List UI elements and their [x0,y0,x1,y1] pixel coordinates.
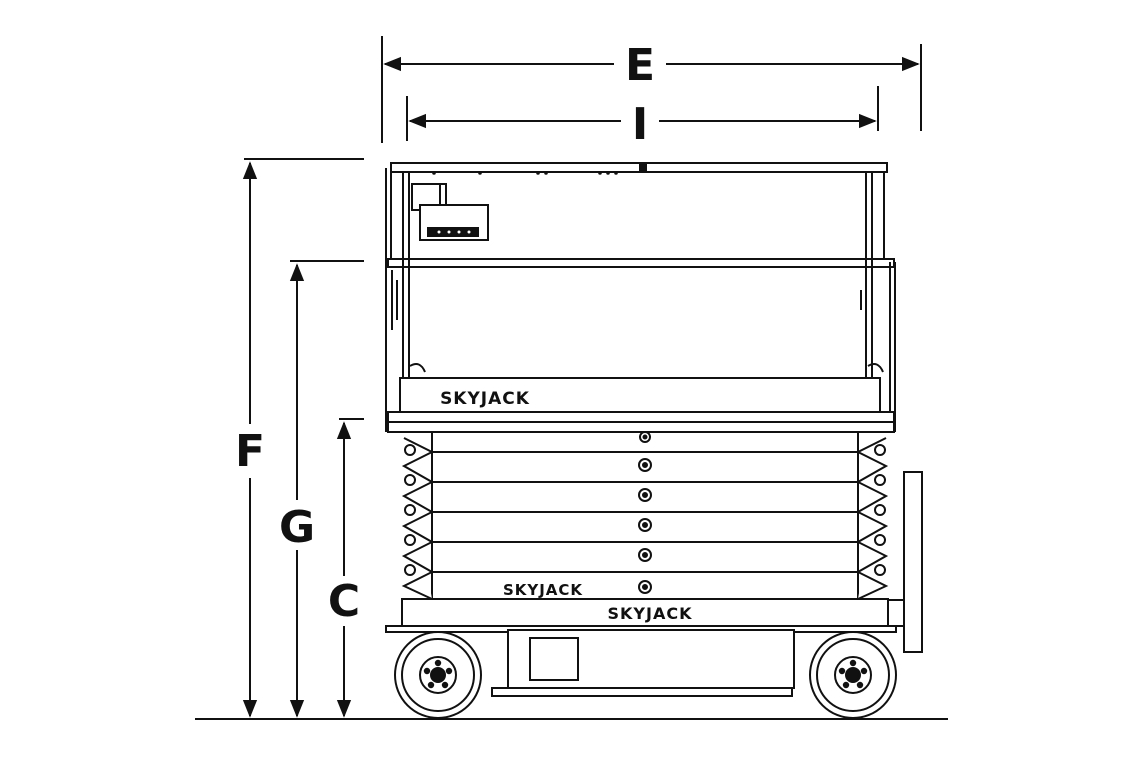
rear-wheel [809,631,897,719]
dimension-c: C [328,418,364,718]
rail-bolts [432,171,618,175]
dimension-label-g: G [279,502,315,553]
chassis [385,471,923,697]
dimension-g: G [279,260,364,718]
front-wheel [394,631,482,719]
dimension-f: F [235,158,364,718]
control-box [411,183,489,241]
dimension-label-i: I [632,99,648,150]
base-logo: SKYJACK [608,604,693,623]
dimension-e: E [381,36,922,143]
scissor-stack [401,431,889,600]
dimension-label-c: C [328,576,360,627]
dimension-label-f: F [235,426,265,477]
platform-logo: SKYJACK [440,389,530,409]
platform-guardrails [385,162,896,433]
scissor-logo: SKYJACK [503,581,583,599]
dimension-label-e: E [625,40,655,91]
scissor-pins [404,431,886,594]
dimension-i: I [406,86,879,150]
